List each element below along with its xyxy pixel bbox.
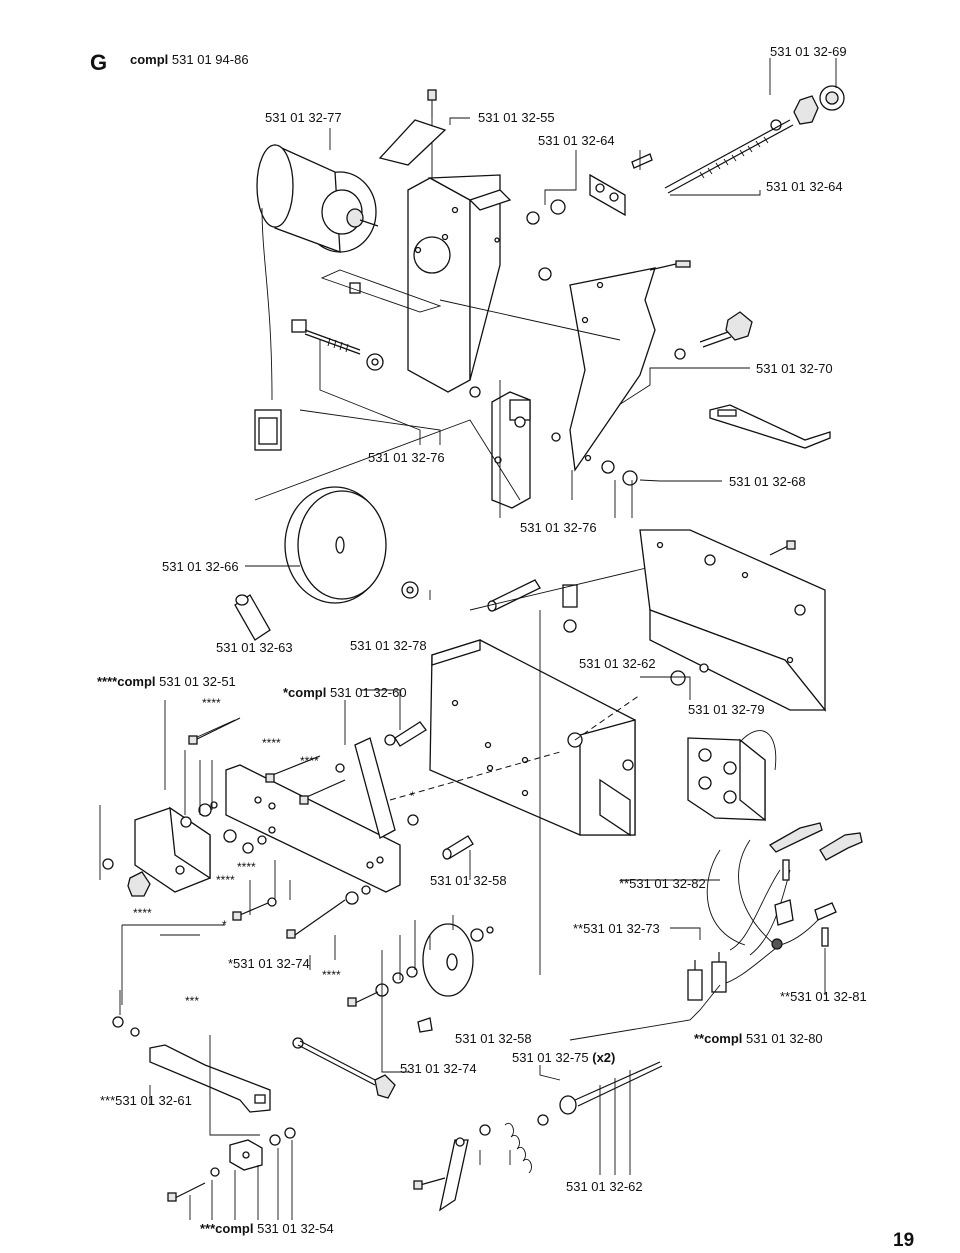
spring-lever [413,1061,663,1212]
housing-79 [639,529,827,712]
label-32-77: 531 01 32-77 [265,110,342,125]
page-number: 19 [893,1230,915,1251]
label-32-75-number: 531 01 32-75 [512,1050,589,1065]
motor-77 [254,128,379,451]
long-bolt [291,319,384,371]
mounting-plate [569,260,691,472]
pin-58 [442,835,474,880]
label-32-69: 531 01 32-69 [770,44,847,59]
marker-10: *** [185,994,200,1008]
label-32-75-qty: (x2) [592,1050,616,1065]
marker-7: **** [133,906,152,920]
label-32-54: ***compl 531 01 32-54 [200,1222,334,1235]
label-32-68: 531 01 32-68 [729,474,806,489]
label-32-58-a: 531 01 32-58 [430,873,507,888]
section-letter: G [90,50,108,75]
center-plate-60 [223,689,427,893]
label-32-62-b: 531 01 32-62 [566,1179,643,1194]
label-32-74-b: 531 01 32-74 [400,1061,477,1076]
threaded-rod [664,119,794,194]
label-32-51: ****compl 531 01 32-51 [97,675,236,688]
label-32-76-b: 531 01 32-76 [520,520,597,535]
marker-1: **** [202,696,221,710]
leader-lines-mid [254,340,633,518]
label-32-82: **531 01 32-82 [619,876,706,891]
label-32-54-number: 531 01 32-54 [257,1221,334,1236]
plate-55 [378,89,447,166]
label-32-51-prefix: ****compl [97,674,156,689]
label-32-75: 531 01 32-75 (x2) [512,1051,615,1064]
upright-bracket [407,174,512,393]
label-32-63: 531 01 32-63 [216,640,293,655]
label-32-66: 531 01 32-66 [162,559,239,574]
housing-body [389,639,709,837]
marker-2: **** [262,736,281,750]
label-32-60-prefix: *compl [283,685,327,700]
label-32-58-b: 531 01 32-58 [455,1031,532,1046]
label-32-78: 531 01 32-78 [350,638,427,653]
label-32-55: 531 01 32-55 [478,110,555,125]
bottom-block-54 [167,1127,296,1220]
label-32-62-a: 531 01 32-62 [579,656,656,671]
label-32-73: **531 01 32-73 [573,921,660,936]
cylinder-63 [234,594,271,641]
knob-70 [674,311,753,360]
assembly-number: 531 01 94-86 [171,52,249,67]
bracket-68 [709,404,831,449]
nut-washer-stack [320,199,566,313]
marker-9: **** [322,968,341,982]
label-32-76-a: 531 01 32-76 [368,450,445,465]
marker-5: **** [237,860,256,874]
left-assembly [99,700,241,897]
label-32-74-a: *531 01 32-74 [228,956,310,971]
assembly-title: compl 531 01 94-86 [130,53,249,66]
label-32-61: ***531 01 32-61 [100,1093,192,1108]
label-32-81: **531 01 32-81 [780,989,867,1004]
label-32-54-prefix: ***compl [200,1221,254,1236]
label-32-80-prefix: **compl [694,1031,743,1046]
label-32-79: 531 01 32-79 [688,702,765,717]
bracket-64 [589,153,653,217]
label-32-64-b: 531 01 32-64 [766,179,843,194]
leader-lines-bottom [121,924,225,1005]
label-32-51-number: 531 01 32-51 [159,674,236,689]
bottom-bracket-61 [112,990,396,1136]
label-32-64-a: 531 01 32-64 [538,133,615,148]
marker-3: **** [300,754,319,768]
label-32-70: 531 01 32-70 [756,361,833,376]
label-32-60-number: 531 01 32-60 [329,685,407,700]
slider-column [439,299,621,509]
grinding-disk [245,486,431,604]
cable-assembly [539,610,863,1041]
marker-6: **** [216,873,235,887]
marker-4: * [410,789,415,803]
knob-69 [770,85,845,131]
assembly-title-prefix: compl [130,52,169,67]
label-32-60: *compl 531 01 32-60 [283,686,407,699]
switch-box [687,730,777,822]
pin-78 [469,559,691,661]
label-32-80-number: 531 01 32-80 [746,1031,823,1046]
small-disk [347,915,494,1073]
washers-68 [551,432,722,486]
label-32-80: **compl 531 01 32-80 [694,1032,823,1045]
marker-8: * [222,918,227,932]
screws-lower [232,860,371,970]
